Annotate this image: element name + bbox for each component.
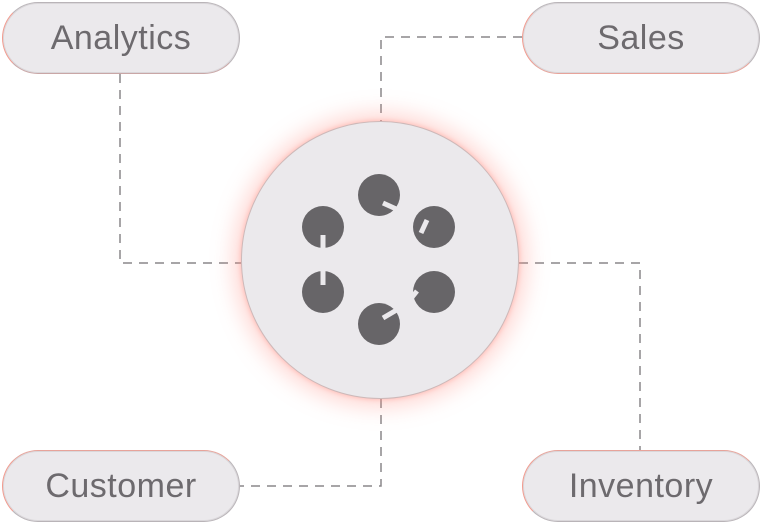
gear-dot bbox=[413, 206, 455, 248]
connector-inventory bbox=[519, 262, 641, 450]
gear-notch bbox=[381, 200, 407, 216]
node-sales-label: Sales bbox=[597, 18, 685, 57]
gear-notch bbox=[381, 305, 402, 321]
node-customer[interactable]: Customer bbox=[2, 450, 240, 522]
node-analytics[interactable]: Analytics bbox=[2, 2, 240, 74]
gear-dot bbox=[413, 271, 455, 313]
central-hub[interactable] bbox=[241, 121, 519, 399]
connector-analytics bbox=[119, 74, 241, 264]
node-inventory-label: Inventory bbox=[568, 466, 714, 505]
connector-sales bbox=[380, 36, 522, 121]
gear-dot bbox=[302, 206, 344, 248]
connector-customer bbox=[240, 399, 382, 487]
node-analytics-label: Analytics bbox=[50, 18, 192, 57]
gear-notch bbox=[418, 218, 430, 235]
node-sales[interactable]: Sales bbox=[522, 2, 760, 74]
node-customer-label: Customer bbox=[45, 466, 197, 505]
gear-notch bbox=[403, 289, 419, 308]
gear-dot bbox=[302, 271, 344, 313]
node-inventory[interactable]: Inventory bbox=[522, 450, 760, 522]
gear-icon bbox=[302, 174, 455, 345]
